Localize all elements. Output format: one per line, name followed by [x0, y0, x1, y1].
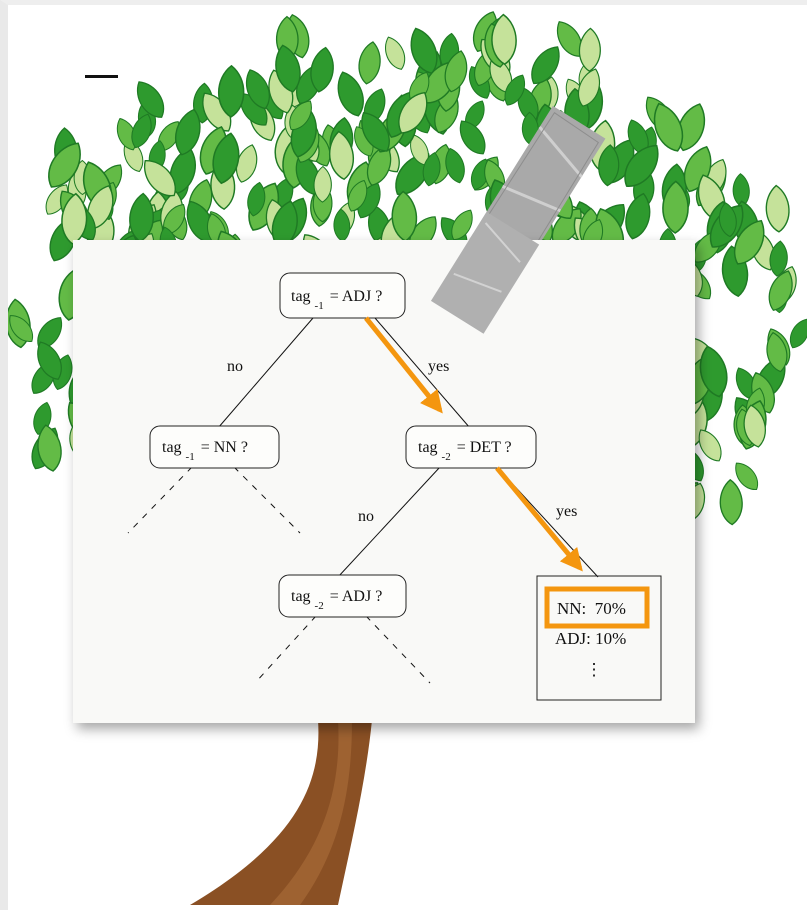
node-right: tag -2 = DET ? — [406, 426, 536, 468]
node-subscript: -1 — [186, 451, 195, 463]
node-label: tag — [291, 288, 311, 305]
node-condition: = NN ? — [201, 439, 248, 456]
leaf-shape — [719, 479, 743, 525]
node-right-left: tag -2 = ADJ ? — [279, 575, 406, 617]
edge-label-no: no — [358, 508, 374, 525]
leaf-nn-value: NN: 70% — [557, 599, 626, 618]
node-subscript: -1 — [315, 300, 324, 312]
node-label: tag — [291, 588, 311, 605]
edge-label-yes: yes — [556, 503, 577, 520]
node-condition: = DET ? — [457, 439, 512, 456]
node-root: tag -1 = ADJ ? — [280, 273, 405, 318]
node-left: tag -1 = NN ? — [150, 426, 279, 468]
node-label: tag — [418, 439, 438, 456]
leaf-adj-value: ADJ: 10% — [555, 629, 626, 648]
node-condition: = ADJ ? — [330, 288, 383, 305]
node-subscript: -2 — [442, 451, 451, 463]
leaf-shape — [356, 40, 383, 85]
edge-label-yes: yes — [428, 358, 449, 375]
leaf-shape — [579, 28, 601, 71]
leaf-ellipsis: ⋮ — [586, 660, 603, 679]
leaf-shape — [380, 34, 409, 73]
edge-label-no: no — [227, 358, 243, 375]
leaf-shape — [765, 185, 790, 233]
leaf-shape — [218, 66, 243, 117]
node-subscript: -2 — [315, 600, 324, 612]
node-condition: = ADJ ? — [330, 588, 383, 605]
node-label: tag — [162, 439, 182, 456]
